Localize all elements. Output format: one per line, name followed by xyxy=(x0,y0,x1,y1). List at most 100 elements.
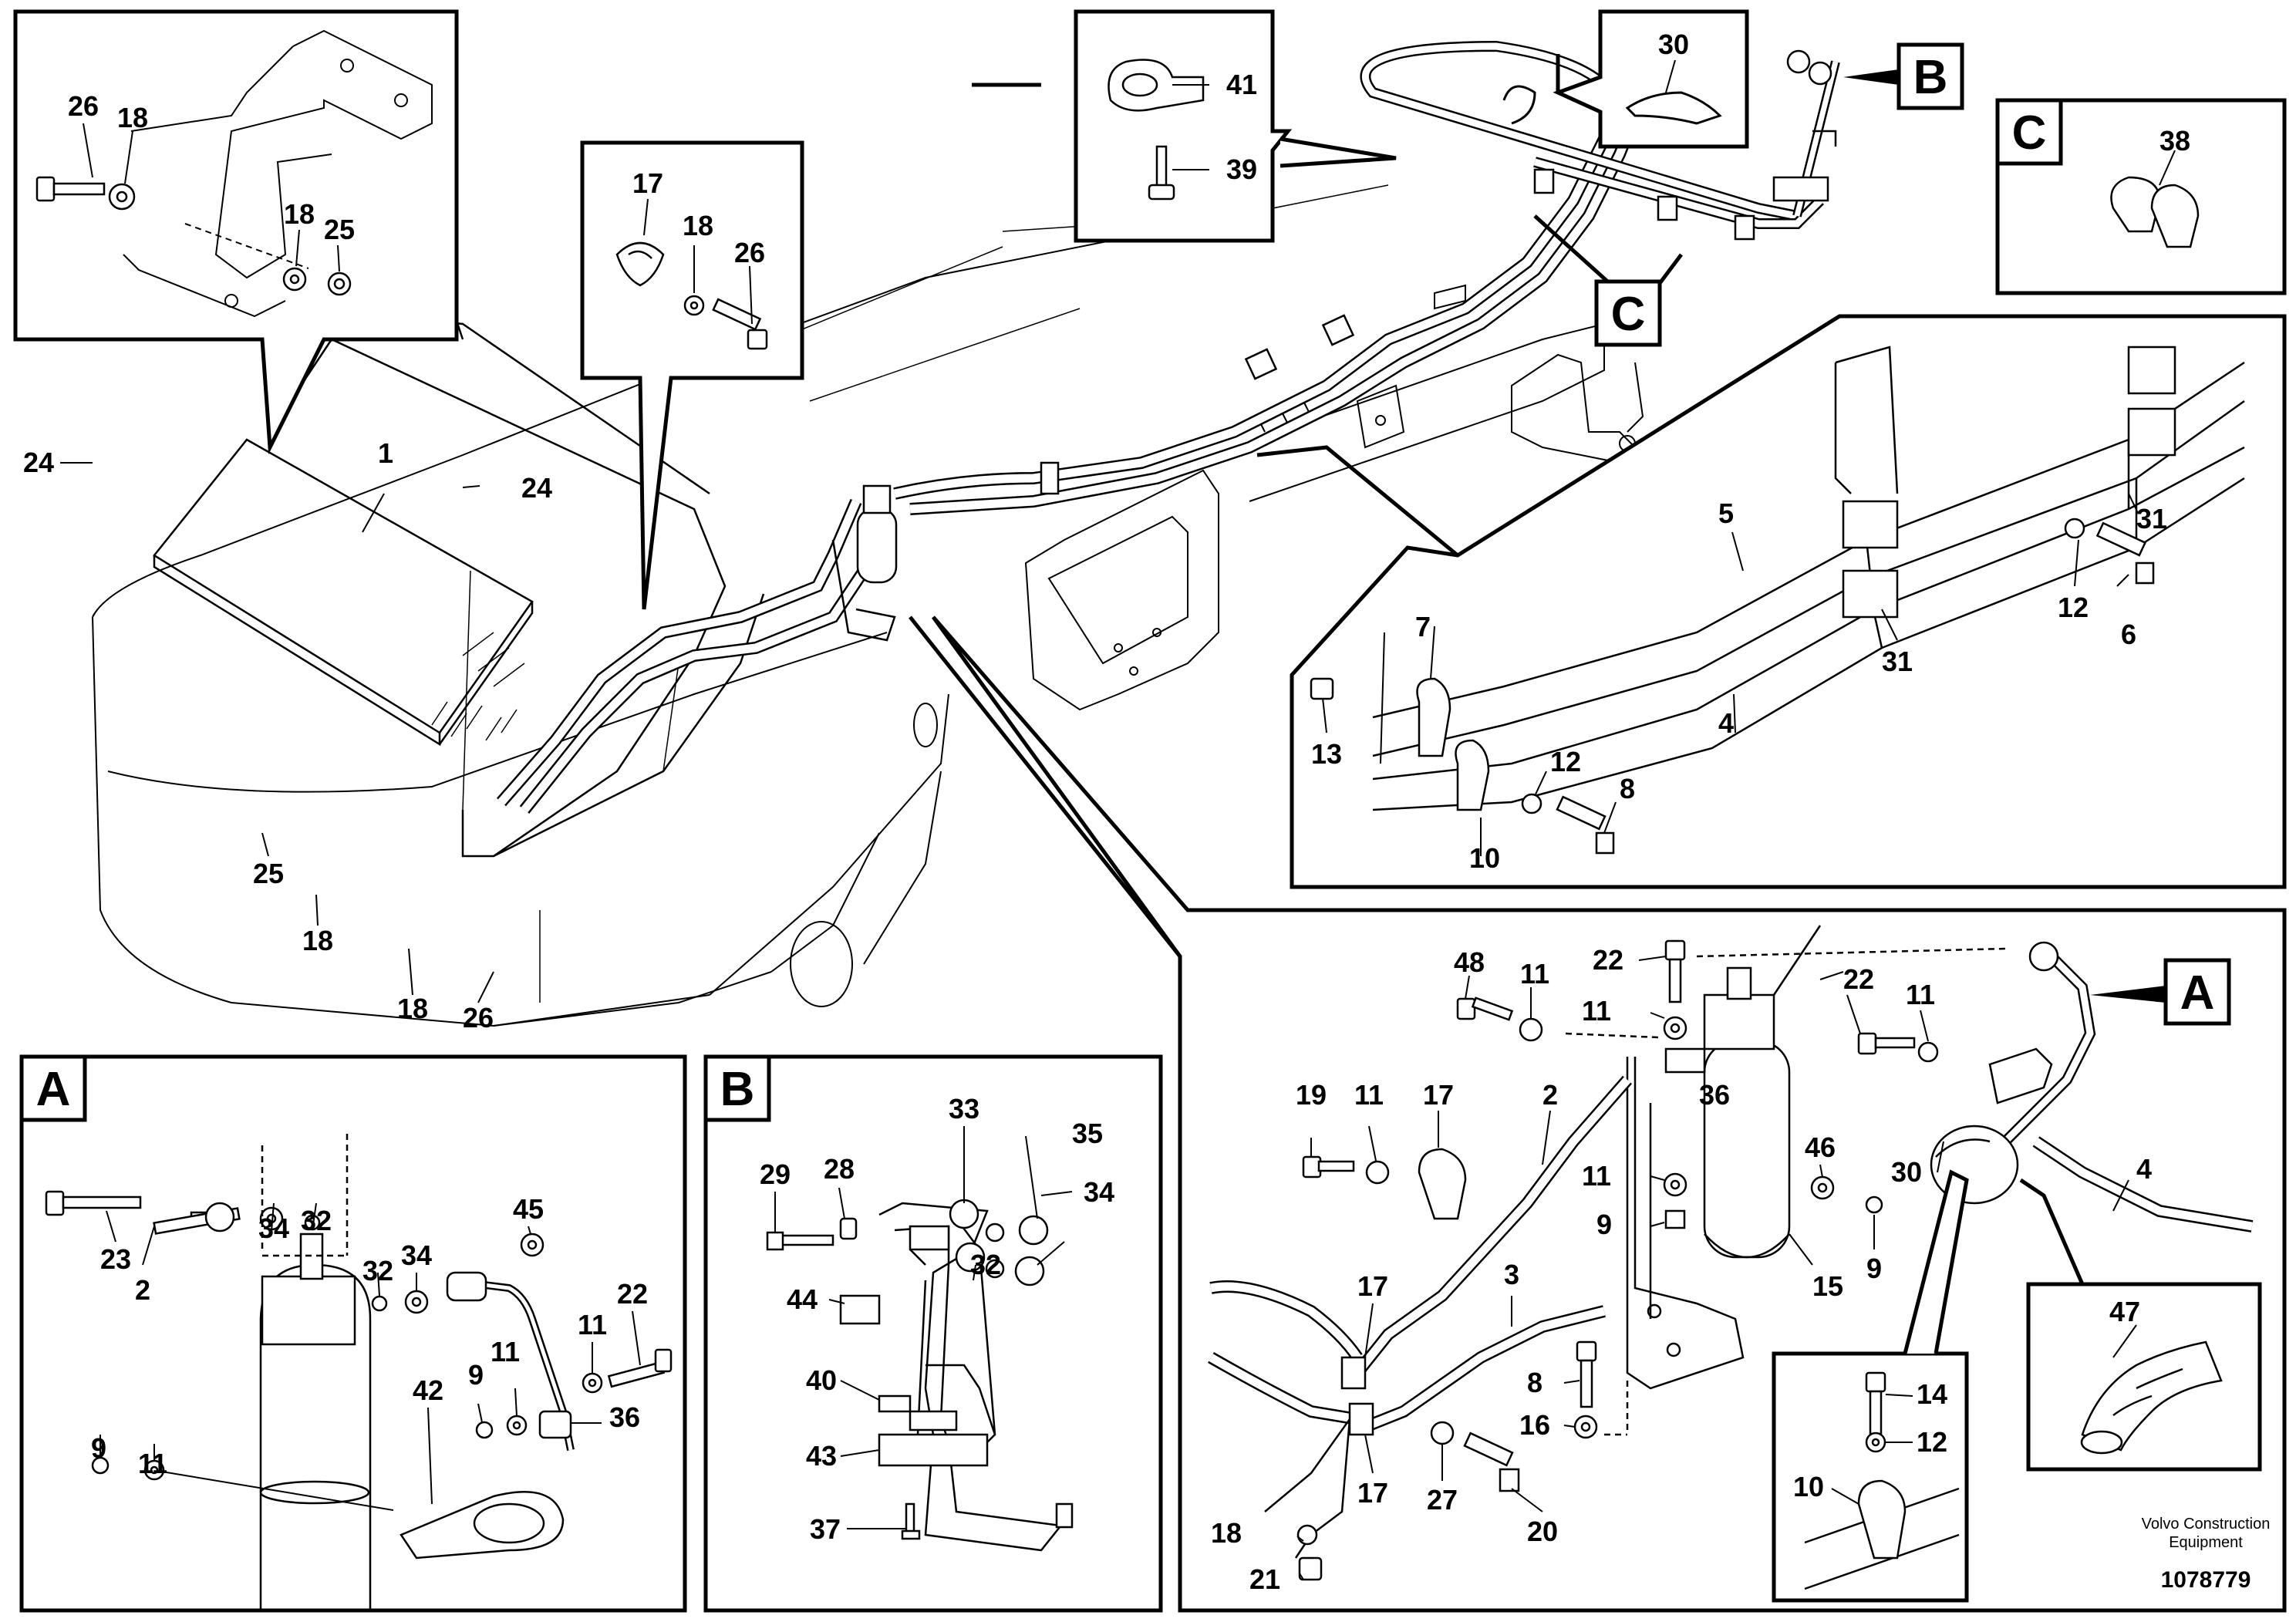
tie-detail-drawing xyxy=(1625,91,1722,125)
part-label: 11 xyxy=(1520,958,1549,990)
part-label: 9 xyxy=(1596,1209,1612,1240)
machine-body xyxy=(92,184,1644,1027)
part-label: 43 xyxy=(806,1440,837,1472)
part-label: 37 xyxy=(810,1513,841,1545)
part-label: 15 xyxy=(1812,1270,1843,1302)
part-label: 41 xyxy=(1226,69,1257,100)
bolt-sleeve-drawings xyxy=(1804,1340,2223,1590)
part-label: 12 xyxy=(2058,592,2089,623)
part-label: 17 xyxy=(632,167,663,199)
part-label: 35 xyxy=(1072,1118,1103,1149)
bracket-detail-drawing xyxy=(35,29,433,318)
detail-bracket-box xyxy=(13,9,459,455)
part-label: 7 xyxy=(1415,611,1431,642)
b-small-detail-drawing xyxy=(766,1199,1074,1552)
fitting-b-main xyxy=(1772,49,1837,202)
part-label: 11 xyxy=(1582,1160,1611,1192)
section-badge-c-detail: C xyxy=(1995,98,2063,166)
part-label: 11 xyxy=(1582,995,1611,1027)
part-label: 9 xyxy=(1866,1253,1882,1284)
condenser-unit xyxy=(153,309,765,858)
hose-pair-detail-drawing xyxy=(1310,346,2245,855)
leader-lines xyxy=(60,59,2176,1580)
a-assembly-pointers xyxy=(1903,1169,2085,1354)
part-label: 39 xyxy=(1226,153,1257,185)
part-label: 2 xyxy=(135,1274,150,1306)
part-label: 20 xyxy=(1527,1516,1558,1547)
detail-hose-box xyxy=(1290,314,2287,889)
part-label: 13 xyxy=(1311,738,1342,770)
part-label: 3 xyxy=(1504,1259,1519,1290)
part-label: 32 xyxy=(301,1205,332,1236)
c-clamp-detail-drawing xyxy=(2110,176,2200,248)
part-label: 26 xyxy=(68,90,99,122)
part-label: 32 xyxy=(970,1249,1001,1280)
part-label: 17 xyxy=(1423,1079,1454,1111)
section-letter-c-detail: C xyxy=(2012,106,2047,160)
part-label: 34 xyxy=(401,1239,432,1271)
part-label: 36 xyxy=(1699,1079,1730,1111)
section-letter-c: C xyxy=(1611,288,1646,341)
part-label: 22 xyxy=(617,1278,648,1310)
part-label: 16 xyxy=(1519,1409,1550,1441)
part-label: 18 xyxy=(284,198,315,230)
section-badge-b-top: B xyxy=(1843,42,1964,110)
detail-clamp-box xyxy=(1074,9,1293,243)
part-label: 1 xyxy=(378,437,393,469)
part-label: 25 xyxy=(253,858,284,889)
part-label: 9 xyxy=(91,1432,106,1464)
receiver-drier-main xyxy=(831,484,898,642)
part-label: 26 xyxy=(734,237,765,268)
part-label: 4 xyxy=(2136,1153,2152,1185)
part-label: 19 xyxy=(1296,1079,1327,1111)
section-badge-b-small: B xyxy=(703,1054,771,1122)
refrigerant-hoses xyxy=(496,40,1840,814)
part-label: 28 xyxy=(824,1153,855,1185)
part-label: 4 xyxy=(1718,707,1734,739)
part-label: 27 xyxy=(1427,1484,1458,1516)
part-label: 17 xyxy=(1357,1477,1388,1509)
part-label: 21 xyxy=(1249,1563,1280,1595)
part-label: 34 xyxy=(258,1212,289,1244)
part-label: 6 xyxy=(2121,619,2136,650)
drawing-footer: Volvo Construction Equipment 1078779 xyxy=(2142,1516,2271,1593)
part-label: 11 xyxy=(491,1336,520,1367)
part-label: 14 xyxy=(1917,1378,1947,1410)
part-label: 31 xyxy=(1882,646,1913,677)
detail-b-box xyxy=(703,1054,1163,1613)
part-label: 48 xyxy=(1454,946,1485,978)
part-label: 11 xyxy=(1354,1079,1384,1111)
part-label: 11 xyxy=(1906,979,1935,1010)
part-label: 18 xyxy=(683,210,713,241)
part-label: 18 xyxy=(302,925,333,956)
part-label: 22 xyxy=(1593,944,1623,976)
clip-detail-drawing xyxy=(615,241,768,350)
part-label: 26 xyxy=(463,1002,494,1034)
a-assembly-drawing xyxy=(1208,925,2254,1581)
part-label: 12 xyxy=(1550,746,1581,777)
part-label: 29 xyxy=(760,1158,791,1190)
part-label: 30 xyxy=(1891,1156,1922,1188)
part-label: 22 xyxy=(1843,963,1874,995)
part-label: 18 xyxy=(117,102,148,133)
section-badge-a-small: A xyxy=(19,1054,87,1122)
brand-line-2: Equipment xyxy=(2169,1534,2243,1551)
part-label: 31 xyxy=(2136,503,2167,534)
part-label: 44 xyxy=(787,1283,818,1315)
part-label: 12 xyxy=(1917,1426,1947,1458)
section-badge-a-big: A xyxy=(2090,958,2231,1026)
clamp-detail-drawing xyxy=(1108,59,1205,201)
part-label: 2 xyxy=(1542,1079,1558,1111)
part-label: 25 xyxy=(324,214,355,245)
part-label: 42 xyxy=(413,1374,443,1406)
part-label: 45 xyxy=(513,1193,544,1225)
part-label: 32 xyxy=(362,1255,393,1286)
part-label: 8 xyxy=(1527,1367,1542,1398)
part-label: 34 xyxy=(1084,1176,1114,1208)
brand-line-1: Volvo Construction xyxy=(2142,1516,2271,1533)
section-letter-b-small: B xyxy=(720,1063,755,1116)
section-badges: B C C A B A xyxy=(19,42,2231,1122)
callout-pointers xyxy=(909,54,1683,958)
